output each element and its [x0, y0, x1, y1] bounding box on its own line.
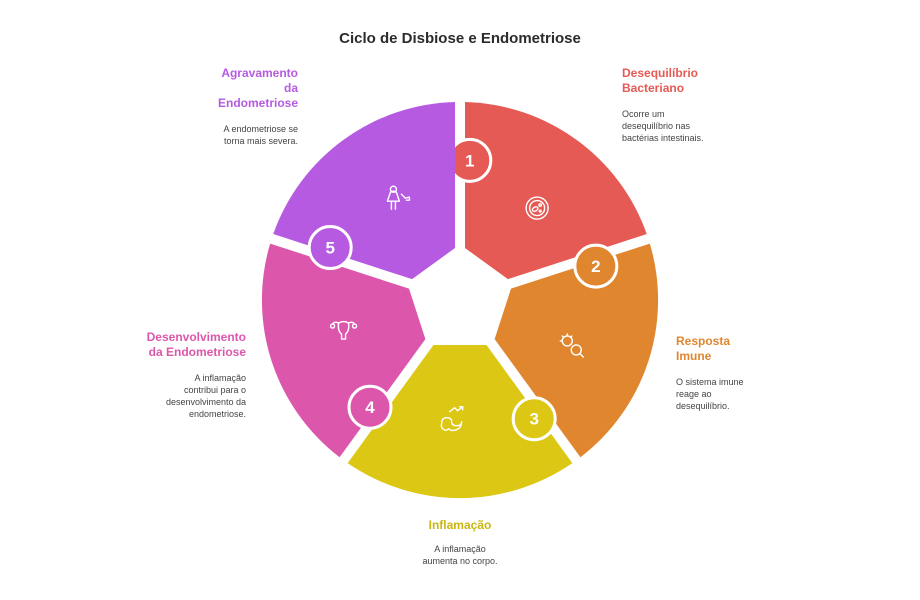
woman-decline-icon	[386, 185, 411, 210]
intestine-trend-icon	[440, 406, 464, 432]
step-4-badge	[347, 384, 393, 430]
step-4-label: Desenvolvimento da Endometriose A inflam…	[106, 330, 246, 420]
step-1-number: 1	[465, 151, 474, 170]
diagram-title: Ciclo de Disbiose e Endometriose	[339, 30, 581, 47]
step-3-number: 3	[529, 410, 538, 429]
step-3-badge	[511, 396, 557, 442]
step-3-label: Inflamação A inflamação aumenta no corpo…	[380, 518, 540, 567]
step-5-badge	[307, 225, 353, 271]
step-4-description: A inflamação contribui para o desenvolvi…	[165, 373, 246, 419]
segment-3	[347, 345, 573, 499]
segment-5	[273, 102, 455, 280]
step-5-description: A endometriose se torna mais severa.	[223, 124, 298, 146]
step-5-label: Agravamento da Endometriose A endometrio…	[156, 66, 298, 147]
step-3-description: A inflamação aumenta no corpo.	[422, 544, 498, 566]
step-2-number: 2	[591, 257, 600, 276]
step-2-description: O sistema imune reage ao desequilíbrio.	[676, 377, 744, 411]
step-5-title: Agravamento da Endometriose	[217, 66, 298, 110]
virus-magnifier-icon	[559, 333, 584, 358]
step-4-number: 4	[365, 398, 375, 417]
step-2-label: Resposta Imune O sistema imune reage ao …	[676, 334, 806, 412]
segment-2	[494, 243, 659, 458]
segment-1	[465, 102, 647, 280]
step-1-label: Desequilíbrio Bacteriano Ocorre um deseq…	[622, 66, 752, 144]
segment-4	[261, 243, 426, 458]
step-1-description: Ocorre um desequilíbrio nas bactérias in…	[622, 109, 704, 143]
step-1-title: Desequilíbrio Bacteriano	[622, 66, 699, 95]
uterus-icon	[329, 320, 358, 340]
step-3-title: Inflamação	[428, 518, 492, 532]
step-2-badge	[573, 243, 619, 289]
step-5-number: 5	[325, 239, 334, 258]
step-4-title: Desenvolvimento da Endometriose	[146, 330, 246, 359]
bacteria-petri-icon	[525, 196, 549, 220]
step-2-title: Resposta Imune	[676, 334, 731, 363]
